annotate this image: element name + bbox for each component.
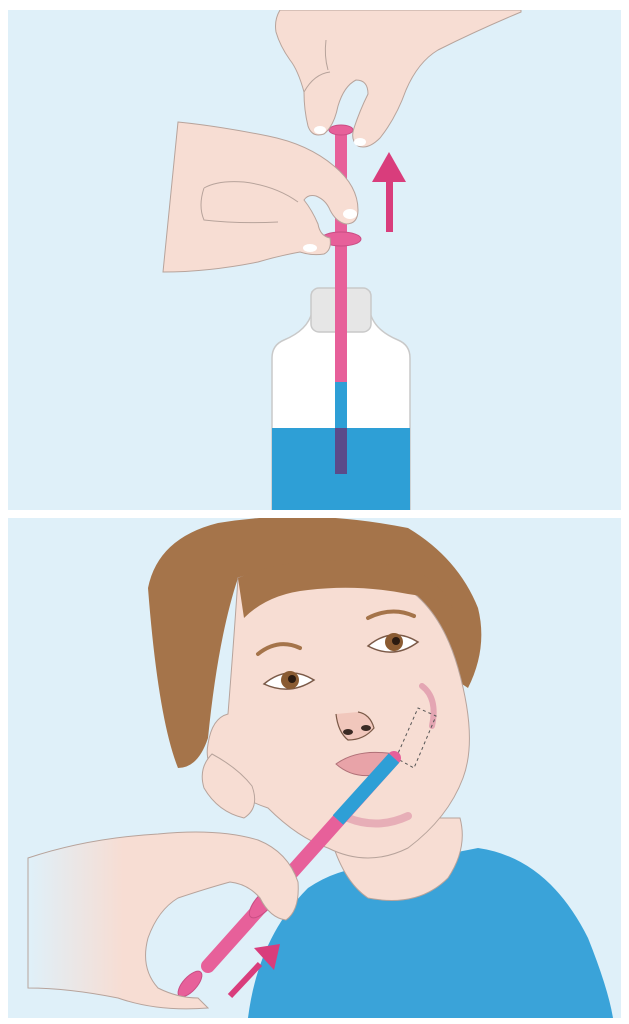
hand-lower <box>163 122 358 272</box>
panel-draw-medicine <box>8 10 621 510</box>
panel-give-medicine <box>8 518 621 1018</box>
arrow-up-icon <box>372 152 406 232</box>
hand-upper <box>276 10 522 147</box>
